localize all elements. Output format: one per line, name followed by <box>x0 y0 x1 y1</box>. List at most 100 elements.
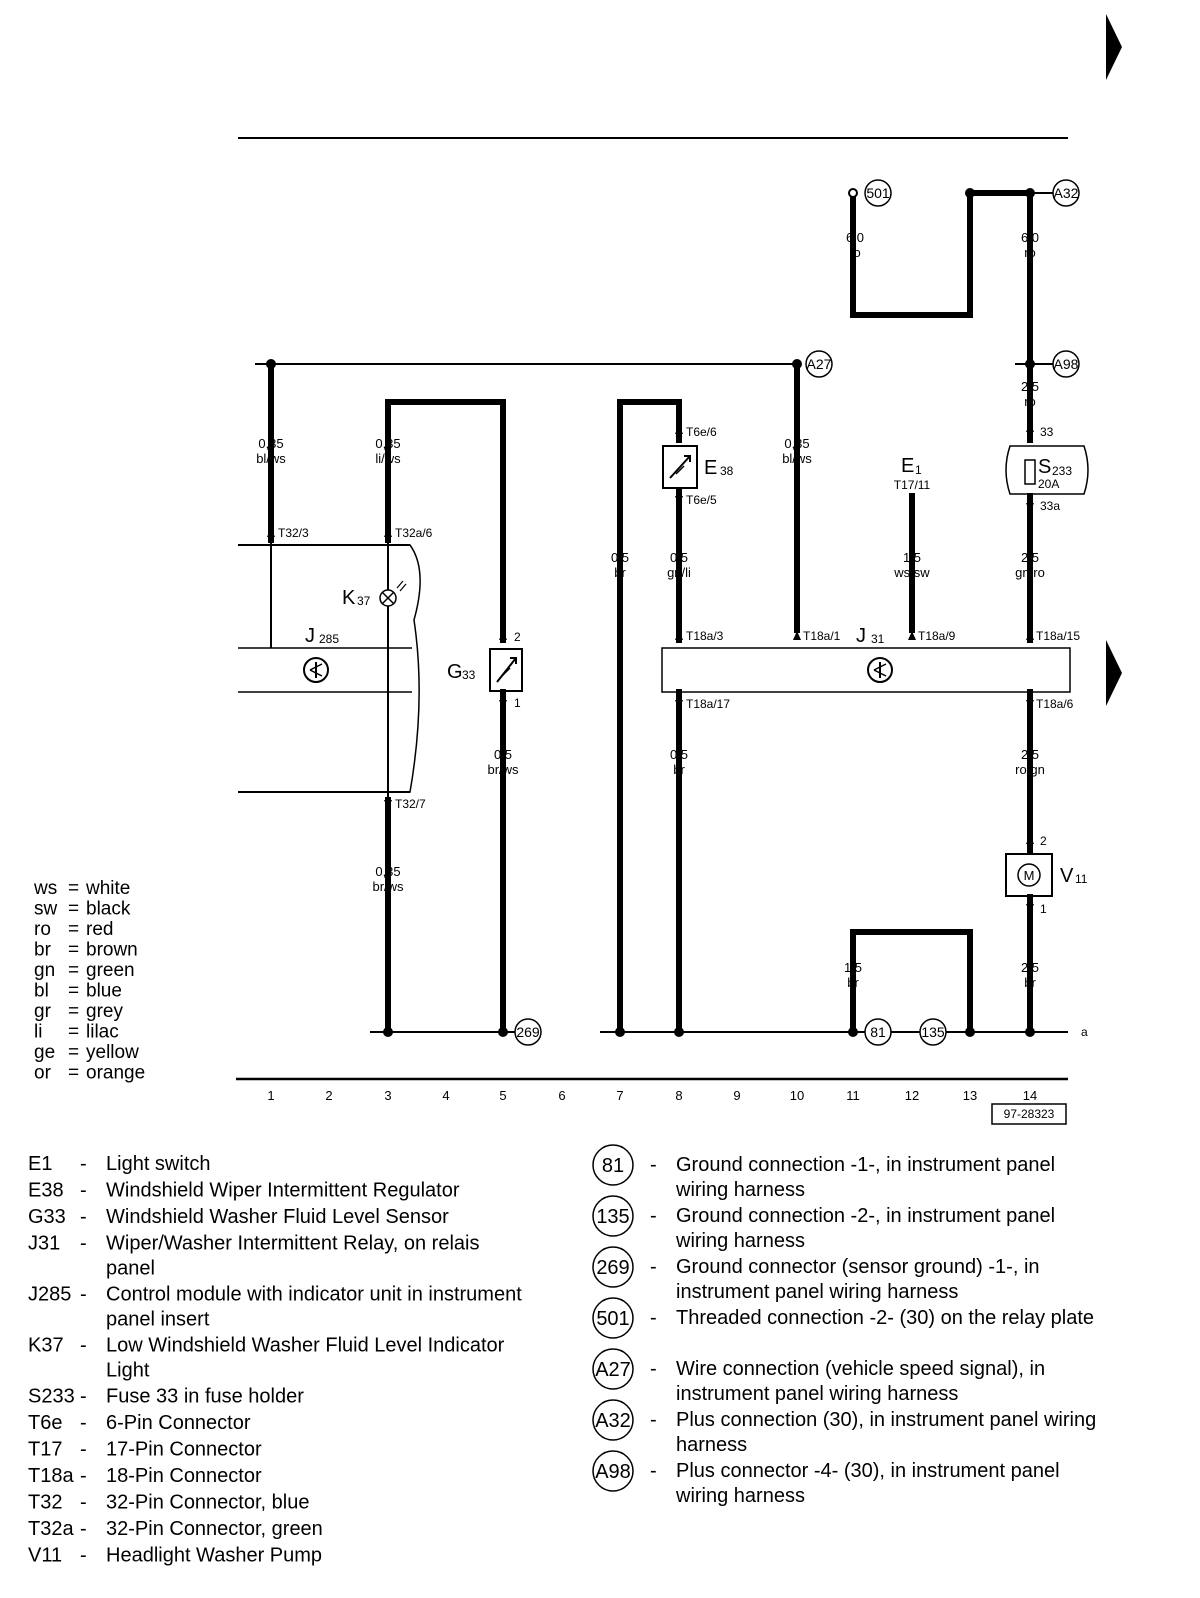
ground-node-col11 <box>848 1027 858 1037</box>
key-connection-code: 501 <box>596 1308 629 1330</box>
arrow-v11-2-icon <box>1026 835 1034 844</box>
key-description: Ground connection -2-, in instrument pan… <box>676 1205 1055 1227</box>
svg-text:37: 37 <box>357 594 371 608</box>
key-connection-code: 81 <box>602 1155 624 1177</box>
wire-size-col7: 0,5 <box>611 550 629 565</box>
ground-node-col8 <box>674 1027 684 1037</box>
wire-color-col1: bl/ws <box>256 451 286 466</box>
ground-node-col7 <box>615 1027 625 1037</box>
svg-text:97-28323: 97-28323 <box>1004 1107 1055 1121</box>
pin-33: 33 <box>1040 425 1054 439</box>
wire-size-col14a: 2,5 <box>1021 379 1039 394</box>
legend-equals: = <box>68 1001 79 1022</box>
svg-text:K: K <box>342 587 356 609</box>
pin-t18a-1: T18a/1 <box>803 629 841 643</box>
track-number: 11 <box>846 1088 860 1103</box>
component-e38: E 38 <box>662 445 734 489</box>
legend-name: grey <box>86 1001 123 1022</box>
key-connection-code: 135 <box>596 1206 629 1228</box>
key-code: E38 <box>28 1180 64 1202</box>
legend-equals: = <box>68 1063 79 1084</box>
key-dash: - <box>80 1153 87 1175</box>
pin-t18a-9: T18a/9 <box>918 629 956 643</box>
wire-color-col14b: gn/ro <box>1015 565 1045 580</box>
wire-color-col8: gn/li <box>667 565 691 580</box>
legend-code: br <box>34 940 52 961</box>
wire-color-col5: br/ws <box>487 762 519 777</box>
key-connection-circle <box>592 1450 634 1492</box>
key-description: instrument panel wiring harness <box>676 1383 958 1405</box>
pin-t17-11: T17/11 <box>894 478 931 492</box>
legend-code: bl <box>34 981 49 1002</box>
track-number: 1 <box>267 1088 274 1103</box>
key-dash: - <box>80 1180 87 1202</box>
key-dash: - <box>80 1335 87 1357</box>
arrow-p33-icon <box>1026 423 1034 432</box>
wire-size-col10: 0,35 <box>784 436 809 451</box>
wire-col7-col8-loop <box>617 399 682 1035</box>
legend-name: red <box>86 919 113 940</box>
wire-size-col14c: 2,5 <box>1021 747 1039 762</box>
pin-t18a-6: T18a/6 <box>1036 697 1074 711</box>
wire-size-col3b: 0,35 <box>375 864 400 879</box>
key-dash: - <box>80 1518 87 1540</box>
page-arrow-top-icon[interactable] <box>1106 14 1122 80</box>
component-v11: M V 11 <box>1005 853 1088 897</box>
legend-equals: = <box>68 960 79 981</box>
connection-81: 81 <box>864 1018 892 1046</box>
svg-text:J: J <box>305 625 315 647</box>
key-description: panel <box>106 1258 155 1280</box>
svg-text:233: 233 <box>1052 464 1072 478</box>
line-letter-a: a <box>1081 1025 1088 1039</box>
track-number: 5 <box>499 1088 506 1103</box>
diagram-id-box: 97-28323 <box>991 1103 1067 1125</box>
key-description: Low Windshield Washer Fluid Level Indica… <box>106 1335 505 1357</box>
wire-color-col3: li/ws <box>375 451 401 466</box>
track-number: 6 <box>558 1088 565 1103</box>
connection-501: 501 <box>864 179 892 207</box>
wire-color-col14a: ro <box>1024 394 1036 409</box>
legend-equals: = <box>68 919 79 940</box>
svg-text:V: V <box>1060 865 1074 887</box>
wire-size-col12: 1,5 <box>903 550 921 565</box>
legend-code: sw <box>34 899 58 920</box>
key-dash: - <box>80 1386 87 1408</box>
key-code: T6e <box>28 1412 62 1434</box>
key-code: T18a <box>28 1465 74 1487</box>
component-k37: K 37 <box>342 580 407 609</box>
pin-t32-7: T32/7 <box>395 797 426 811</box>
svg-text:31: 31 <box>871 632 885 646</box>
legend-code: gr <box>34 1001 52 1022</box>
wire-size-col3: 0,35 <box>375 436 400 451</box>
key-description: Wiper/Washer Intermittent Relay, on rela… <box>106 1233 479 1255</box>
track-number: 12 <box>905 1088 919 1103</box>
page-arrow-continue-icon[interactable] <box>1106 640 1122 706</box>
key-description: 17-Pin Connector <box>106 1439 262 1461</box>
legend-code: li <box>34 1022 42 1043</box>
key-dash: - <box>650 1205 657 1227</box>
ground-node-col3 <box>383 1027 393 1037</box>
svg-text:A98: A98 <box>1054 356 1079 372</box>
pin-g33-2: 2 <box>514 630 521 644</box>
key-description: instrument panel wiring harness <box>676 1281 958 1303</box>
wire-size-501: 6,0 <box>846 230 864 245</box>
wire-size-col8b: 0,5 <box>670 747 688 762</box>
key-description: Windshield Wiper Intermittent Regulator <box>106 1180 460 1202</box>
key-dash: - <box>650 1460 657 1482</box>
wire-color-a32: ro <box>1024 245 1036 260</box>
svg-text:20A: 20A <box>1038 477 1059 491</box>
legend-equals: = <box>68 899 79 920</box>
legend-equals: = <box>68 1042 79 1063</box>
arrow-t18a-9-icon <box>908 631 916 640</box>
component-e1-sub: 1 <box>915 463 922 477</box>
pin-t6e6: T6e/6 <box>686 425 717 439</box>
legend-name: black <box>86 899 131 920</box>
connection-269: 269 <box>514 1018 542 1046</box>
svg-text:M: M <box>1024 868 1035 883</box>
key-description: wiring harness <box>675 1179 805 1201</box>
component-j285: J 285 <box>238 544 421 793</box>
wire-color-col11: br <box>847 975 859 990</box>
legend-equals: = <box>68 1022 79 1043</box>
